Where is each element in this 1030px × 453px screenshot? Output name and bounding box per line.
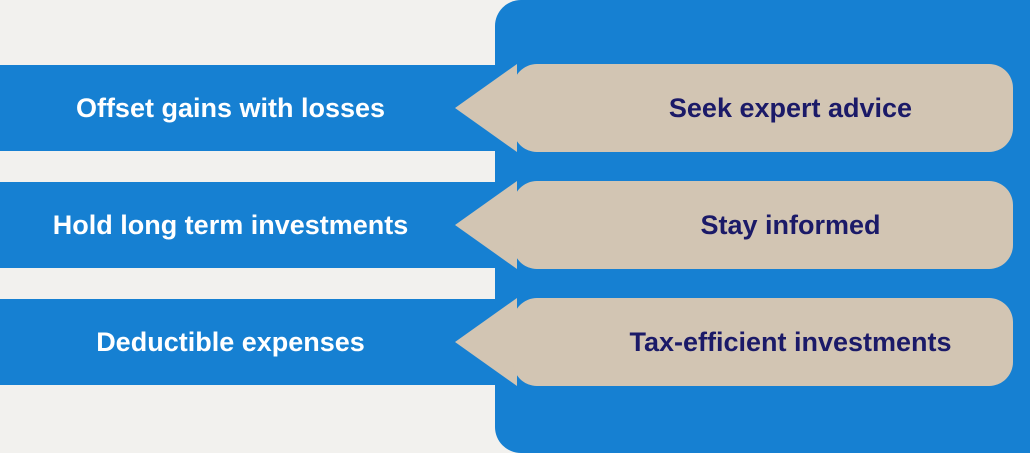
right-arrow-stay-informed: Stay informed — [455, 181, 1013, 269]
right-arrow-tax-efficient-investments: Tax-efficient investments — [455, 298, 1013, 386]
left-bar-label: Deductible expenses — [96, 326, 365, 357]
left-bar-hold-long-term: Hold long term investments — [0, 182, 497, 268]
right-arrow-label: Stay informed — [700, 209, 881, 240]
left-bar-offset-gains: Offset gains with losses — [0, 65, 497, 151]
arrow-left-tip-icon — [455, 181, 517, 269]
left-bar-label: Hold long term investments — [52, 209, 409, 240]
left-bar-label: Offset gains with losses — [75, 92, 386, 123]
right-arrow-label: Seek expert advice — [668, 92, 913, 123]
arrow-left-tip-icon — [455, 298, 517, 386]
arrow-body: Stay informed — [513, 181, 1013, 269]
left-bar-deductible-expenses: Deductible expenses — [0, 299, 497, 385]
right-arrow-label: Tax-efficient investments — [629, 326, 952, 357]
arrow-body: Tax-efficient investments — [513, 298, 1013, 386]
right-arrow-seek-expert-advice: Seek expert advice — [455, 64, 1013, 152]
arrow-body: Seek expert advice — [513, 64, 1013, 152]
arrow-left-tip-icon — [455, 64, 517, 152]
